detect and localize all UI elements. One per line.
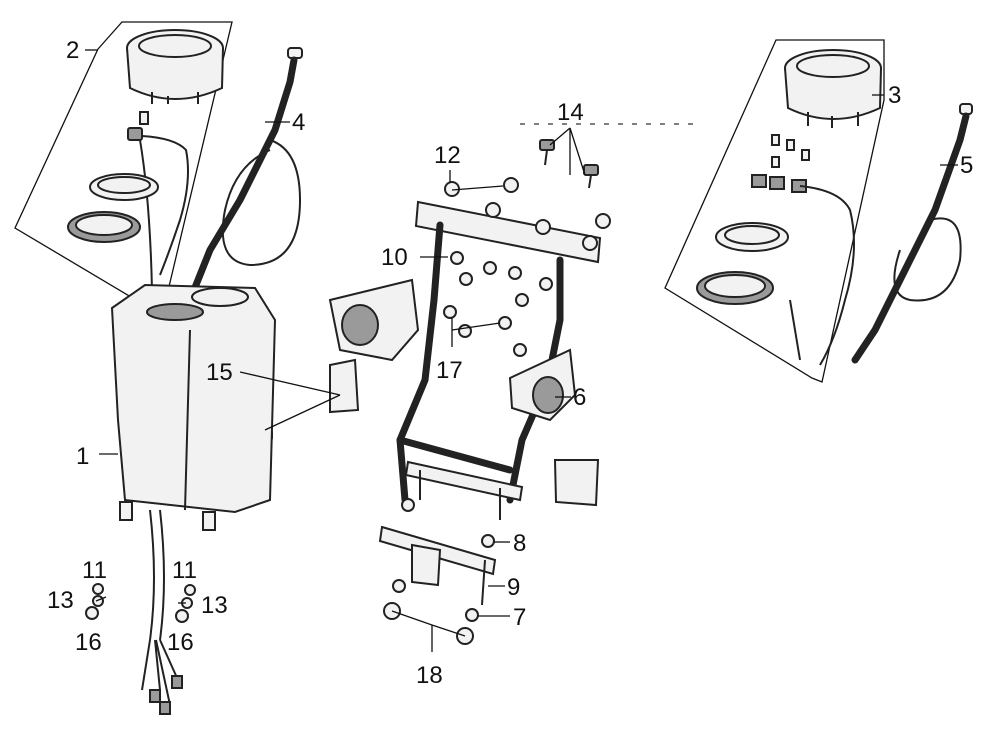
leader-lines bbox=[85, 49, 958, 652]
instrument-cover-part-1 bbox=[110, 283, 277, 531]
nuts-part-10 bbox=[450, 251, 553, 307]
gauge-face-plate-right bbox=[696, 271, 774, 305]
callout-3: 3 bbox=[888, 82, 901, 109]
callout-4: 4 bbox=[292, 109, 305, 136]
callout-10: 10 bbox=[381, 244, 408, 271]
gauge-bezel-ring bbox=[89, 173, 159, 201]
callout-18: 18 bbox=[416, 662, 443, 689]
wire-harness bbox=[141, 509, 183, 715]
callout-12: 12 bbox=[434, 142, 461, 169]
callout-13-left: 13 bbox=[47, 587, 74, 614]
small-nuts-11-13-16 bbox=[85, 583, 196, 623]
callout-5: 5 bbox=[960, 152, 973, 179]
gauge-bezel-ring-right bbox=[715, 222, 789, 252]
gauge-bulb-socket bbox=[127, 111, 189, 291]
callout-8: 8 bbox=[513, 530, 526, 557]
left-tab-bracket bbox=[329, 358, 360, 414]
gauge-bulbs-set bbox=[751, 134, 855, 366]
callout-11-left: 11 bbox=[82, 557, 107, 584]
right-rubber-mount-part-6 bbox=[508, 348, 577, 422]
gauge-face-plate bbox=[67, 211, 141, 243]
callout-16-right: 16 bbox=[167, 629, 194, 656]
instrument-bracket-stay bbox=[396, 200, 602, 520]
speedometer-gauge-part-2 bbox=[126, 29, 224, 104]
callout-13-right: 13 bbox=[201, 592, 228, 619]
speedometer-cable-part-5 bbox=[851, 103, 973, 364]
callout-16-left: 16 bbox=[75, 629, 102, 656]
washers-part-7 bbox=[392, 579, 479, 622]
callout-6: 6 bbox=[573, 384, 586, 411]
callout-11-right: 11 bbox=[172, 557, 197, 584]
lower-plate-part-9 bbox=[378, 525, 497, 606]
callout-17: 17 bbox=[436, 357, 463, 384]
screws-part-14 bbox=[539, 139, 599, 189]
callout-numbers: 1 2 3 4 5 6 7 8 9 10 11 11 12 13 13 14 1… bbox=[47, 37, 973, 689]
right-tab-bracket bbox=[553, 459, 600, 507]
callout-9: 9 bbox=[507, 574, 520, 601]
washers-part-8 bbox=[401, 498, 495, 548]
speedometer-gauge-part-3 bbox=[784, 49, 882, 128]
kit-frame-3 bbox=[664, 39, 885, 383]
callout-7: 7 bbox=[513, 604, 526, 631]
nuts-part-12 bbox=[444, 177, 611, 251]
callout-2: 2 bbox=[66, 37, 79, 64]
callout-15: 15 bbox=[206, 359, 233, 386]
callout-14: 14 bbox=[557, 99, 584, 126]
washers-part-17 bbox=[443, 305, 527, 357]
left-rubber-mount-part bbox=[328, 278, 420, 362]
callout-1: 1 bbox=[76, 443, 89, 470]
